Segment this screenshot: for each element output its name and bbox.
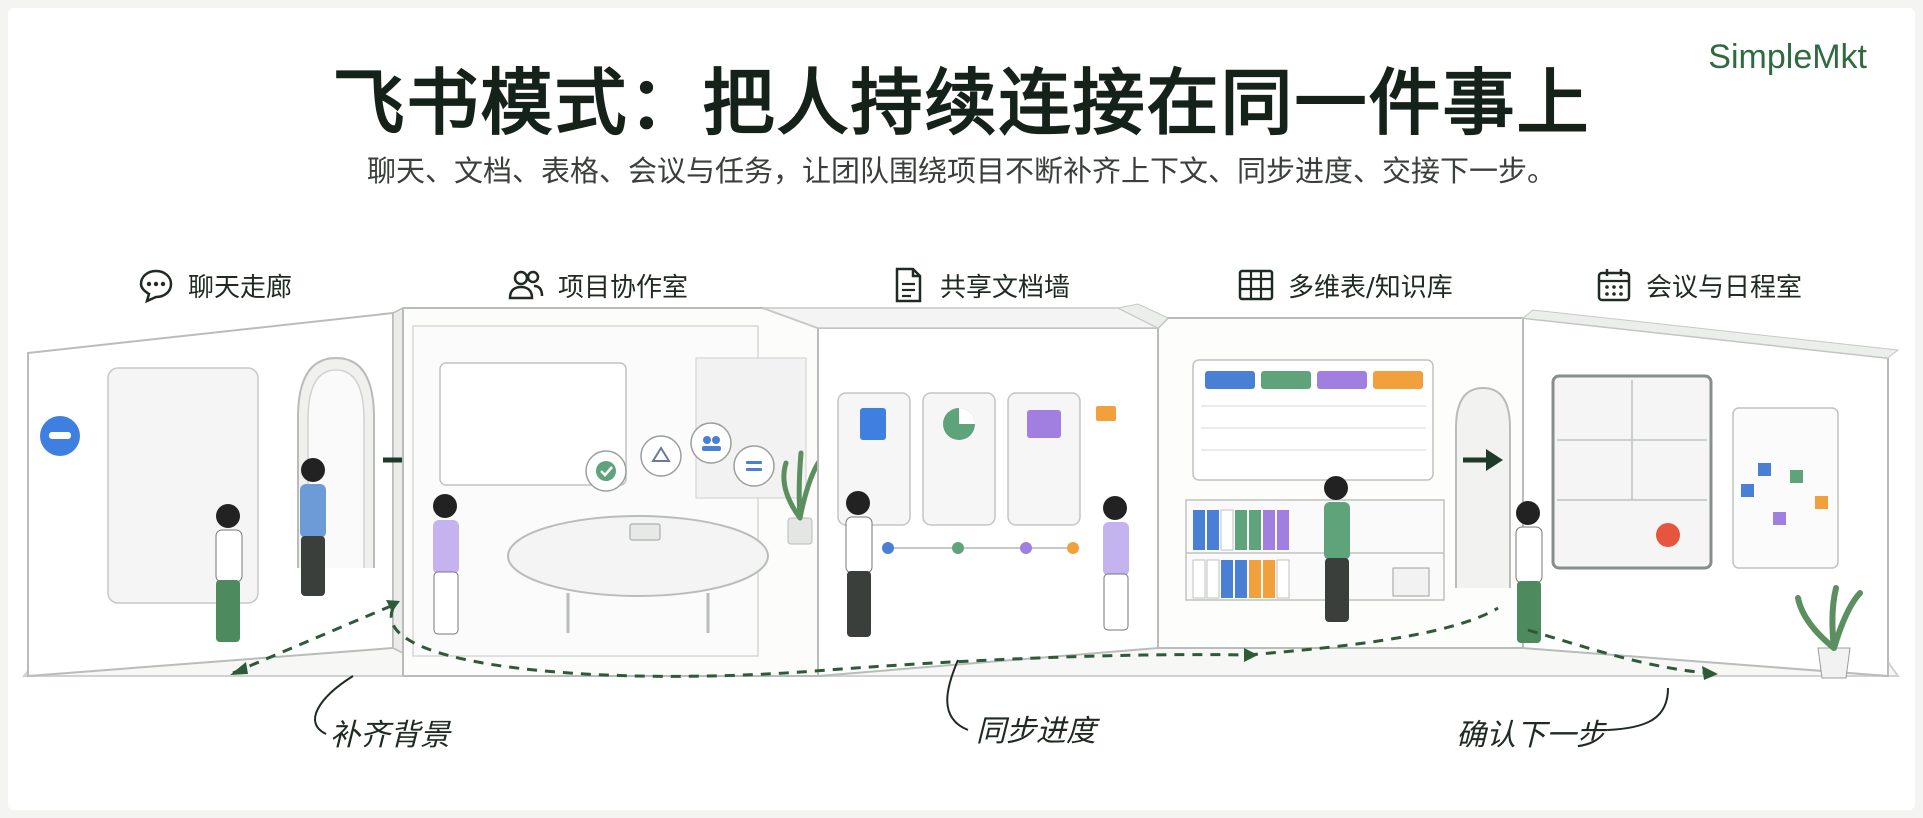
check-bubble-icon [585, 450, 627, 492]
group-bubble-icon [690, 422, 732, 464]
stage-label-background: 补齐背景 [330, 718, 450, 753]
room-shared-document-wall [762, 307, 1159, 678]
zone-chat-corridor: 聊天走廊 [136, 262, 292, 308]
stage-label-progress: 同步进度 [976, 714, 1096, 749]
end-call-icon [1656, 523, 1680, 547]
document-icon [895, 267, 922, 303]
doc-card-chart [922, 392, 996, 526]
person-meeting [1515, 501, 1543, 643]
room-bitable-knowledge-base [1116, 303, 1524, 649]
zone-bitable-knowledge-base: 多维表/知识库 [1236, 262, 1453, 308]
person-walking-collab [433, 494, 459, 635]
page-title: 飞书模式：把人持续连接在同一件事上 [332, 60, 1591, 145]
brand-logo-text: SimpleMkt [1708, 38, 1867, 76]
office-scene-illustration [21, 303, 1900, 735]
room-project-collaboration [402, 307, 823, 677]
zone-label: 项目协作室 [558, 272, 689, 303]
stage-label-next-step: 确认下一步 [1456, 718, 1606, 753]
zone-label: 多维表/知识库 [1288, 272, 1453, 303]
zone-label: 聊天走廊 [188, 272, 293, 303]
people-icon [508, 270, 544, 300]
task-bubble-icon [640, 435, 682, 477]
zone-shared-document-wall: 共享文档墙 [888, 262, 1070, 308]
page-subtitle: 聊天、文档、表格、会议与任务，让团队围绕项目不断补齐上下文、同步进度、交接下一步… [366, 154, 1556, 188]
room-meeting-calendar [1521, 309, 1900, 679]
message-bubble-icon [733, 445, 775, 487]
zone-label: 共享文档墙 [940, 272, 1071, 303]
person-doc-wall [845, 491, 873, 637]
doc-card-image [1007, 392, 1081, 526]
chat-bubble-icon [139, 269, 173, 304]
zone-meeting-calendar: 会议与日程室 [1594, 262, 1802, 308]
flow-path [230, 600, 1718, 735]
infographic-canvas: 飞书模式：把人持续连接在同一件事上 聊天、文档、表格、会议与任务，让团队围绕项目… [8, 8, 1915, 810]
person-bitable [1324, 476, 1350, 622]
person-walking-doc [1103, 496, 1129, 631]
calendar-icon [1597, 269, 1631, 302]
zone-project-collaboration: 项目协作室 [506, 262, 688, 308]
zone-label: 会议与日程室 [1646, 272, 1803, 303]
person-walking-left [300, 458, 326, 596]
table-grid-icon [1238, 269, 1274, 301]
person-phone-left [215, 504, 243, 642]
